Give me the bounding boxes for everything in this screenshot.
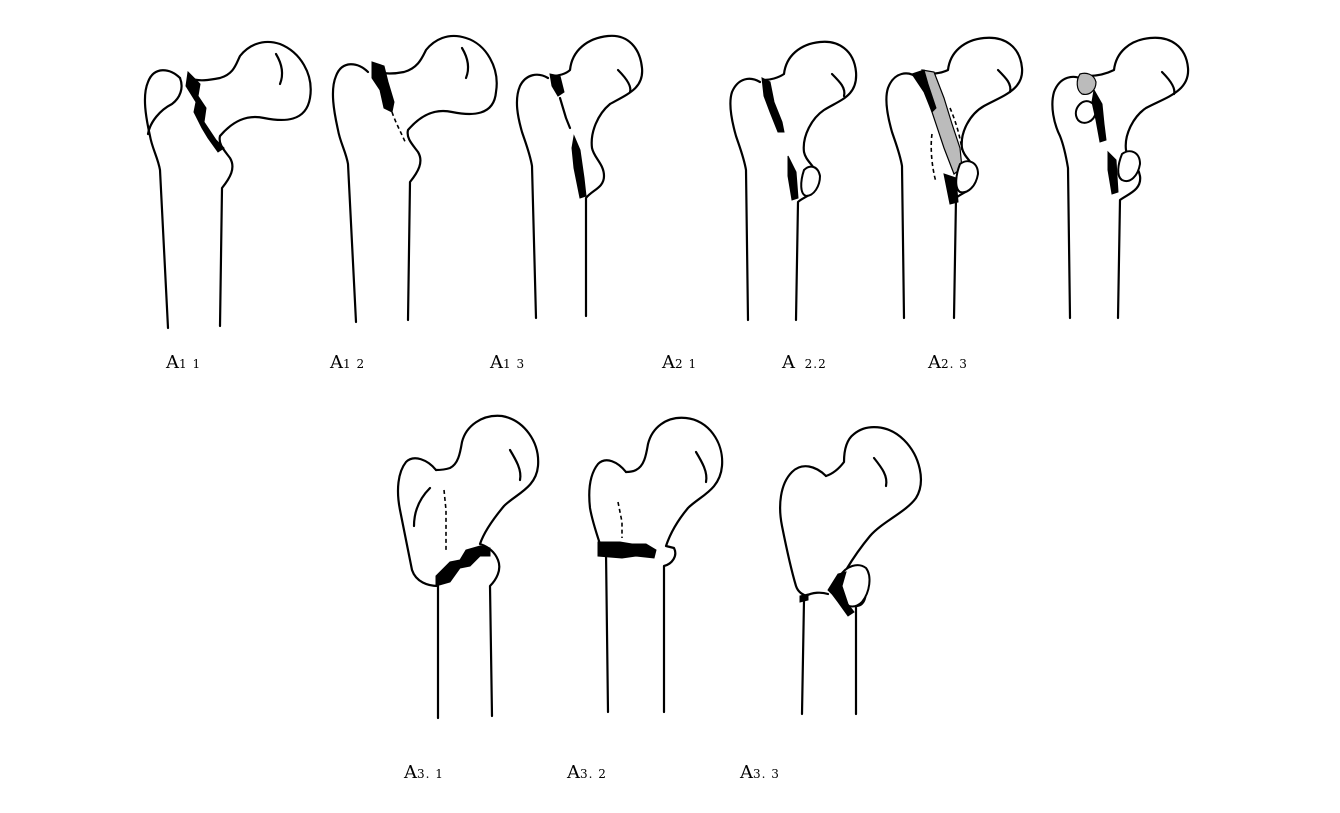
label-a31: A3. 1 bbox=[404, 762, 444, 783]
label-a23: A2. 3 bbox=[928, 352, 968, 373]
label-a21: A2 1 bbox=[662, 352, 698, 373]
femur-a23 bbox=[1051, 36, 1190, 320]
label-a13: A1 3 bbox=[490, 352, 526, 373]
femur-a12 bbox=[331, 34, 498, 324]
label-a32: A3. 2 bbox=[567, 762, 607, 783]
femur-a22 bbox=[885, 36, 1024, 320]
label-a11: A1 1 bbox=[166, 352, 202, 373]
femur-a32 bbox=[588, 416, 724, 714]
femur-a21 bbox=[729, 40, 858, 322]
label-a22: A 2.2 bbox=[782, 352, 827, 373]
label-a12: A1 2 bbox=[330, 352, 366, 373]
label-a33: A3. 3 bbox=[740, 762, 780, 783]
femur-a11 bbox=[143, 40, 312, 330]
femur-a13 bbox=[515, 34, 644, 320]
femur-a33 bbox=[779, 426, 922, 716]
femur-a31 bbox=[396, 414, 540, 720]
